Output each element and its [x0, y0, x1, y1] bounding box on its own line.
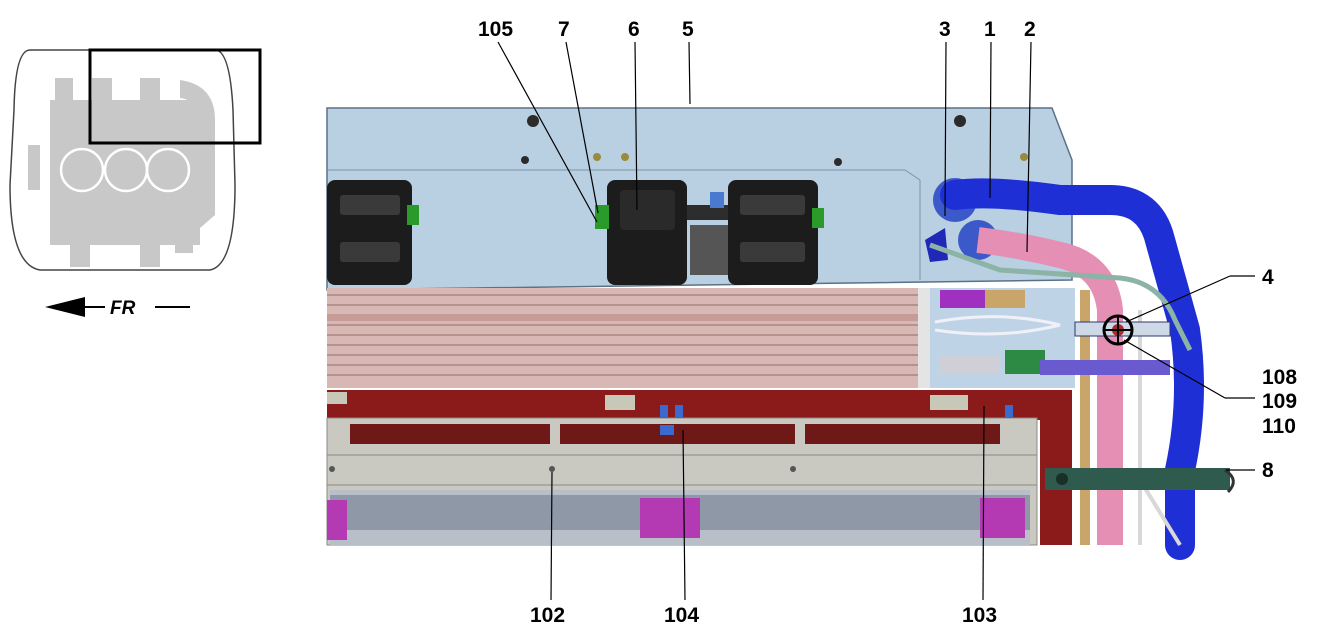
callout-4: 4: [1262, 266, 1274, 289]
callout-2: 2: [1024, 18, 1036, 41]
pink-coolant-pipe: [976, 227, 1123, 545]
left-arrow-icon: [45, 297, 85, 317]
gray-coolant-tube: [929, 242, 1193, 352]
callout-110: 110: [1262, 415, 1296, 438]
callout-6: 6: [628, 18, 640, 41]
assembly-illustration: [326, 107, 1235, 560]
callout-1: 1: [984, 18, 996, 41]
blower-fan-left: [327, 180, 419, 285]
callout-105: 105: [478, 18, 513, 41]
cover-fasteners: [660, 405, 1013, 435]
condenser-tubes: [327, 288, 930, 388]
callout-109: 109: [1262, 390, 1297, 413]
callout-7: 7: [558, 18, 570, 41]
mounting-holes: [521, 115, 1028, 166]
front-cover-plate: [326, 417, 1038, 546]
heatsink-frame: [327, 390, 1072, 545]
blower-fan-center: [595, 180, 687, 285]
callout-108: 108: [1262, 366, 1297, 389]
blower-fan-right: [728, 180, 824, 285]
manifold-fittings: [930, 288, 1170, 388]
callout-102: 102: [530, 604, 565, 627]
locator-highlight-box: [88, 48, 262, 145]
callout-8: 8: [1262, 459, 1274, 482]
callout-104: 104: [664, 604, 699, 627]
blue-coolant-pipe: [940, 178, 1204, 560]
fan-motor-linkage: [687, 192, 732, 275]
support-bracket: [1045, 468, 1235, 494]
callout-labels: 105 7 6 5 3 1 2 4 108 109 110 8 102 104 …: [478, 18, 1297, 627]
leader-lines: [497, 41, 1255, 601]
locator-vehicle-components: [28, 78, 215, 267]
fr-label: FR: [110, 298, 136, 319]
callout-103: 103: [962, 604, 997, 627]
pipe-fitting-crosshair: [1074, 314, 1171, 346]
fr-direction-indicator: FR: [45, 297, 190, 319]
vehicle-locator-thumbnail: FR: [9, 48, 262, 319]
callout-3: 3: [939, 18, 951, 41]
callout-5: 5: [682, 18, 694, 41]
